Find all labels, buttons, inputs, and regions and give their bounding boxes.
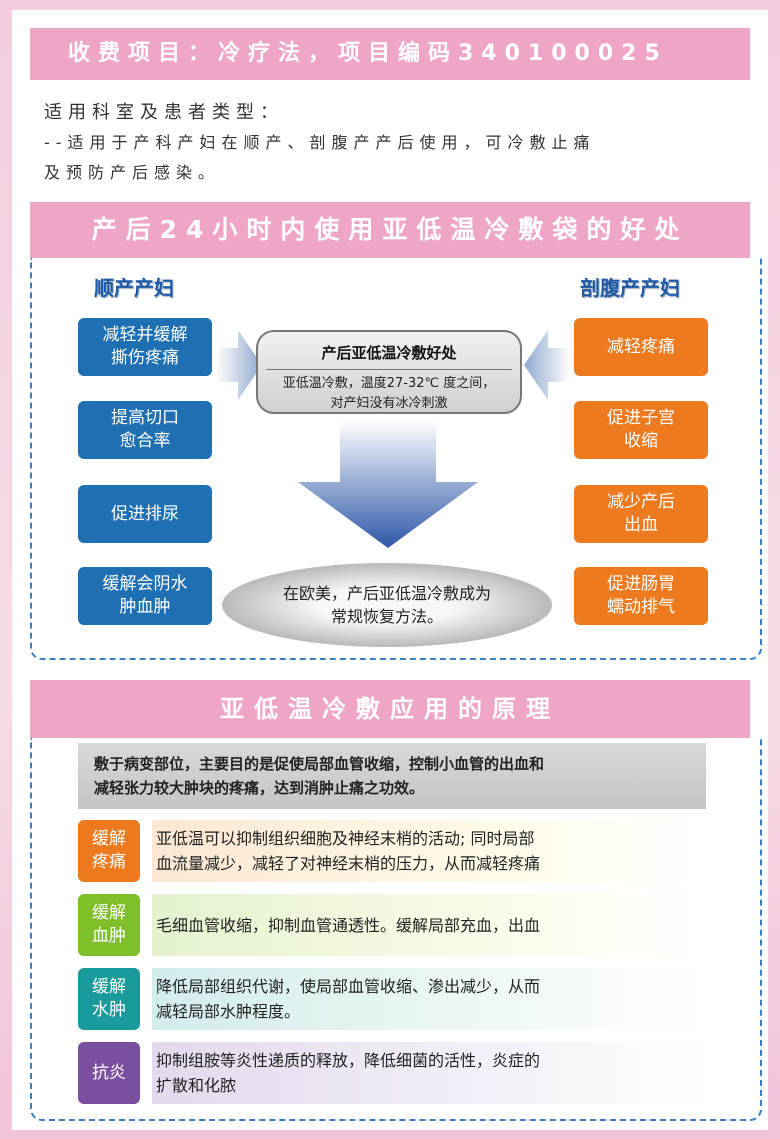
left-benefit-4: 缓解会阴水肿血肿 (78, 567, 212, 625)
left-benefit-2: 提高切口愈合率 (78, 401, 212, 459)
divider (266, 369, 512, 370)
tag-line: 血肿 (92, 926, 126, 946)
tag-edema: 缓解水肿 (78, 968, 140, 1030)
center-benefit-text-1: 亚低温冷敷，温度27-32℃ 度之间， (282, 376, 496, 391)
right-benefit-1: 减轻疼痛 (574, 318, 708, 376)
right-benefit-2: 促进子宫收缩 (574, 401, 708, 459)
intro-line-1: --适用于产科产妇在顺产、剖腹产产后使用，可冷敷止痛 (44, 133, 596, 152)
europe-practice-ellipse: 在欧美，产后亚低温冷敷成为 常规恢复方法。 (222, 563, 552, 647)
down-arrow-icon (298, 420, 478, 548)
ellipse-text-1: 在欧美，产后亚低温冷敷成为 (282, 584, 491, 603)
intro-title: 适用科室及患者类型： (44, 102, 284, 123)
center-benefit-text-2: 对产妇没有冰冷刺激 (330, 396, 448, 411)
benefits-banner: 产后24小时内使用亚低温冷敷袋的好处 (30, 202, 750, 258)
desc-line: 减轻局部水肿程度。 (156, 1002, 301, 1021)
desc-edema: 降低局部组织代谢，使局部血管收缩、渗出减少，从而减轻局部水肿程度。 (152, 968, 706, 1030)
vaginal-birth-heading: 顺产产妇 (94, 276, 174, 300)
desc-line: 血流量减少，减轻了对神经末梢的压力，从而减轻疼痛 (156, 854, 541, 873)
tag-anti-inflammatory: 抗炎 (78, 1042, 140, 1104)
desc-line: 抑制组胺等炎性递质的释放，降低细菌的活性，炎症的 (156, 1051, 541, 1070)
principle-row-hematoma: 缓解血肿 毛细血管收缩，抑制血管通透性。缓解局部充血，出血 (78, 892, 706, 958)
desc-anti-inflammatory: 抑制组胺等炎性递质的释放，降低细菌的活性，炎症的扩散和化脓 (152, 1042, 706, 1104)
principle-row-anti-inflammatory: 抗炎 抑制组胺等炎性递质的释放，降低细菌的活性，炎症的扩散和化脓 (78, 1040, 706, 1106)
left-benefit-3: 促进排尿 (78, 485, 212, 543)
principle-row-pain: 缓解疼痛 亚低温可以抑制组织细胞及神经末梢的活动; 同时局部血流量减少，减轻了对… (78, 818, 706, 884)
tag-line: 缓解 (92, 903, 126, 923)
intro-line-2: 及预防产后感染。 (44, 163, 221, 182)
desc-line: 扩散和化脓 (156, 1076, 237, 1095)
tag-line: 疼痛 (92, 852, 126, 872)
principle-panel (30, 738, 762, 1121)
desc-pain: 亚低温可以抑制组织细胞及神经末梢的活动; 同时局部血流量减少，减轻了对神经末梢的… (152, 820, 706, 882)
principle-line-2: 减轻张力较大肿块的疼痛，达到消肿止痛之功效。 (94, 779, 425, 797)
benefits-panel (30, 258, 762, 660)
tag-line: 水肿 (92, 1000, 126, 1020)
principle-row-edema: 缓解水肿 降低局部组织代谢，使局部血管收缩、渗出减少，从而减轻局部水肿程度。 (78, 966, 706, 1032)
tag-pain: 缓解疼痛 (78, 820, 140, 882)
principle-line-1: 敷于病变部位，主要目的是促使局部血管收缩，控制小血管的出血和 (94, 755, 545, 773)
desc-hematoma: 毛细血管收缩，抑制血管通透性。缓解局部充血，出血 (152, 894, 706, 956)
right-arrow-icon (216, 330, 262, 400)
tag-line: 缓解 (92, 977, 126, 997)
tag-line: 抗炎 (92, 1062, 126, 1083)
center-benefit-card: 产后亚低温冷敷好处 亚低温冷敷，温度27-32℃ 度之间， 对产妇没有冰冷刺激 (256, 330, 522, 414)
principle-summary: 敷于病变部位，主要目的是促使局部血管收缩，控制小血管的出血和 减轻张力较大肿块的… (78, 743, 706, 809)
tag-hematoma: 缓解血肿 (78, 894, 140, 956)
right-benefit-4: 促进肠胃蠕动排气 (574, 567, 708, 625)
ellipse-text-2: 常规恢复方法。 (330, 607, 443, 626)
left-benefit-1: 减轻并缓解撕伤疼痛 (78, 318, 212, 376)
cesarean-heading: 剖腹产产妇 (580, 276, 680, 300)
desc-line: 降低局部组织代谢，使局部血管收缩、渗出减少，从而 (156, 977, 541, 996)
charge-item-banner: 收费项目：冷疗法，项目编码340100025 (30, 28, 750, 80)
desc-line: 亚低温可以抑制组织细胞及神经末梢的活动; 同时局部 (156, 829, 535, 848)
intro-block: 适用科室及患者类型： --适用于产科产妇在顺产、剖腹产产后使用，可冷敷止痛 及预… (44, 98, 724, 188)
center-benefit-title: 产后亚低温冷敷好处 (321, 344, 457, 362)
tag-line: 缓解 (92, 829, 126, 849)
right-benefit-3: 减少产后出血 (574, 485, 708, 543)
page-sheet: 收费项目：冷疗法，项目编码340100025 适用科室及患者类型： --适用于产… (12, 10, 768, 1130)
desc-line: 毛细血管收缩，抑制血管通透性。缓解局部充血，出血 (156, 915, 541, 935)
principle-banner: 亚低温冷敷应用的原理 (30, 680, 750, 738)
left-arrow-icon (524, 330, 570, 400)
